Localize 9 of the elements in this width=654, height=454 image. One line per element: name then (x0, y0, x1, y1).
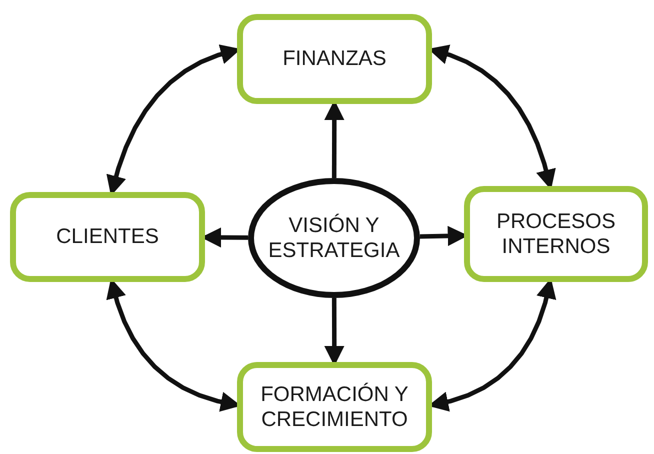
node-label: VISIÓN Y ESTRATEGIA (267, 212, 401, 264)
perspective-box (464, 186, 648, 282)
node-label: CLIENTES (55, 224, 160, 250)
node-label: FORMACIÓN Y CRECIMIENTO (260, 382, 410, 432)
perspective-box (237, 362, 432, 452)
node-label: PROCESOS INTERNOS (495, 208, 617, 260)
perspective-box (237, 14, 432, 104)
node-label: FINANZAS (282, 46, 388, 72)
perspective-box (10, 192, 205, 282)
